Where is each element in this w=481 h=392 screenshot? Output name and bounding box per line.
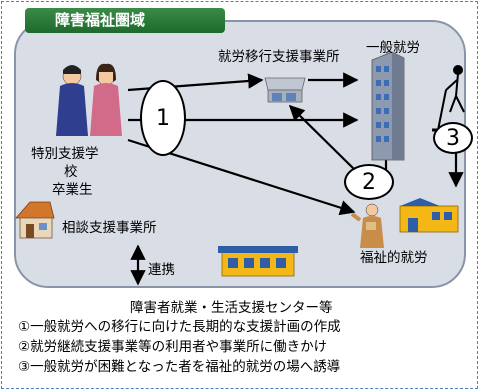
label-iko-shien: 就労移行支援事業所 xyxy=(218,49,340,65)
marker-3: 3 xyxy=(433,122,473,154)
notes-list: ①一般就労への移行に向けた長期的な支援計画の作成 ②就労継続支援事業等の利用者や… xyxy=(18,317,341,377)
students-icon xyxy=(56,63,122,136)
note-1: ①一般就労への移行に向けた長期的な支援計画の作成 xyxy=(18,319,341,335)
office-building-icon xyxy=(371,51,405,161)
worker-icon xyxy=(350,203,384,248)
label-center: 障害者就業・生活支援センター等 xyxy=(130,300,333,316)
zone-title: 障害福祉圏域 xyxy=(25,8,225,33)
note-3: ③一般就労が困難となった者を福祉的就労の場へ誘導 xyxy=(18,359,341,375)
house-icon xyxy=(15,201,55,239)
facility-icon xyxy=(399,198,459,233)
label-ippan-shuro: 一般就労 xyxy=(366,40,420,56)
iko-facility-icon xyxy=(264,77,306,103)
cleaner-icon xyxy=(432,65,465,132)
support-center-icon xyxy=(218,246,298,277)
label-tokubetsu-1: 特別支援学 xyxy=(31,146,99,162)
label-renkei: 連携 xyxy=(148,262,175,278)
marker-2: 2 xyxy=(344,164,394,200)
label-tokubetsu-3: 卒業生 xyxy=(52,182,93,198)
marker-1: 1 xyxy=(140,80,186,156)
arrow-2-to-iko xyxy=(288,104,356,171)
label-fukushi-shuro: 福祉的就労 xyxy=(360,250,428,266)
label-sodan-shien: 相談支援事業所 xyxy=(62,220,157,236)
label-tokubetsu-2: 校 xyxy=(64,164,78,180)
note-2: ②就労継続支援事業等の利用者や事業所に働きかけ xyxy=(18,339,328,355)
